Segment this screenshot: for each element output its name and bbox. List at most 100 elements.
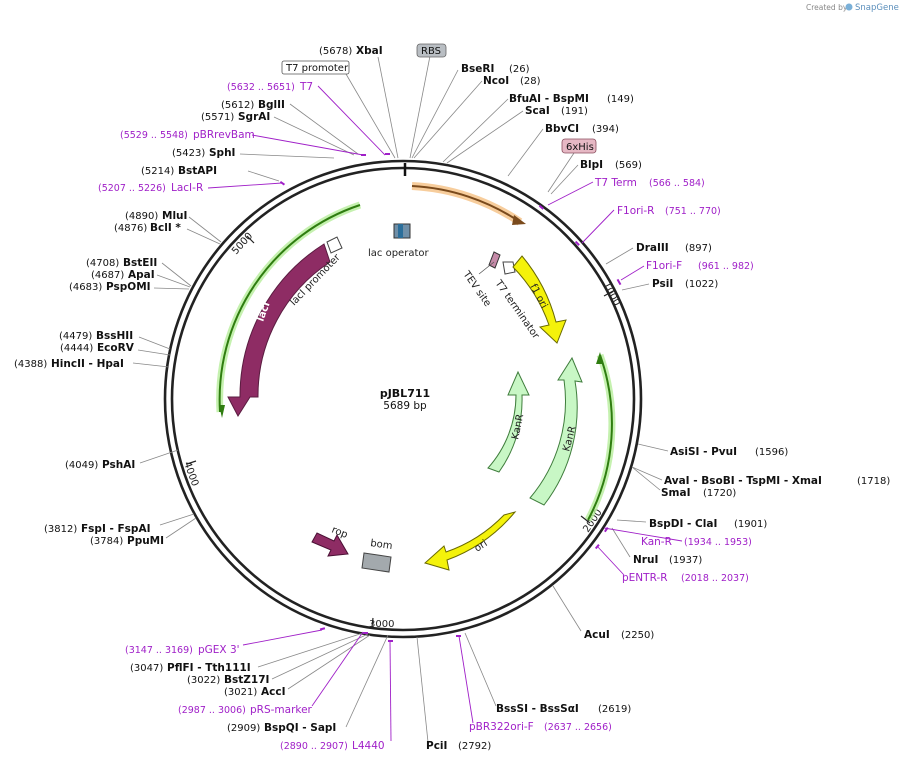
- enzyme-pos-pshai: (4049): [65, 460, 98, 471]
- enzyme-pos-psii: (1022): [685, 279, 718, 290]
- primer-t7: T7: [299, 81, 313, 93]
- enzyme-pos-acci: (3021): [224, 687, 257, 698]
- primer-pbrrevbam: pBRrevBam: [193, 129, 255, 141]
- enzyme-pos-pflfi: (3047): [130, 663, 163, 674]
- enzyme-pos-bspqi: (2909): [227, 723, 260, 734]
- rop-label: rop: [330, 525, 349, 541]
- enzyme-pos-pcii: (2792): [458, 741, 491, 752]
- enzyme-pos-sgrai: (5571): [201, 112, 234, 123]
- enzyme-acui: AcuI: [584, 629, 610, 641]
- enzyme-blpi: BlpI: [580, 159, 603, 171]
- kanr-arrow-2: [529, 356, 583, 506]
- enzyme-mlui: MluI: [162, 210, 187, 222]
- primer-pos-f1ori-f: (961 .. 982): [698, 261, 754, 272]
- enzyme-pos-pspomi: (4683): [69, 282, 102, 293]
- primer-pos-laci-r: (5207 .. 5226): [98, 183, 166, 194]
- primer-f1ori-f: F1ori-F: [646, 260, 682, 272]
- enzyme-pos-ecorv: (4444): [60, 343, 93, 354]
- snapgene-logo-icon: [845, 3, 853, 11]
- enzyme-pos-bstz17i: (3022): [187, 675, 220, 686]
- enzyme-nrui: NruI: [633, 554, 658, 566]
- t7-promoter-box: T7 promoter: [281, 60, 350, 75]
- enzyme-pos-mlui: (4890): [125, 211, 158, 222]
- primer-pos-pentr-r: (2018 .. 2037): [681, 573, 749, 584]
- enzyme-pos-bsshii: (4479): [59, 331, 92, 342]
- enzyme-pos-scai: (191): [561, 106, 588, 117]
- enzyme-pos-nrui: (1937): [669, 555, 702, 566]
- primer-pos-t7: (5632 .. 5651): [227, 82, 295, 93]
- enzyme-pos-bsteii: (4708): [86, 258, 119, 269]
- enzyme-pos-bsssi: (2619): [598, 704, 631, 715]
- ori-arrow: [423, 511, 517, 571]
- t7-terminator-box: [502, 261, 516, 275]
- his-tag-label: 6xHis: [566, 142, 594, 153]
- enzyme-xbai: XbaI: [356, 45, 383, 57]
- enzyme-pos-ncoi: (28): [520, 76, 541, 87]
- primer-pos-pbr322ori-f: (2637 .. 2656): [544, 722, 612, 733]
- enzyme-ppumi: PpuMI: [127, 535, 164, 547]
- backbone-outer: [163, 159, 643, 639]
- primer-f1ori-r: F1ori-R: [617, 205, 654, 217]
- enzyme-apai: ApaI: [128, 269, 155, 281]
- enzyme-bspqi: BspQI - SapI: [264, 722, 336, 734]
- primer-leader-lines: [207, 85, 683, 742]
- enzyme-pos-bglii: (5612): [221, 100, 254, 111]
- enzyme-psii: PsiI: [652, 278, 673, 290]
- enzyme-ncoi: NcoI: [483, 75, 509, 87]
- rbs-label: RBS: [421, 46, 441, 57]
- enzyme-scai: ScaI: [525, 105, 550, 117]
- enzyme-asisi: AsiSI - PvuI: [670, 446, 737, 458]
- leader-lines: [132, 55, 669, 743]
- enzyme-pos-asisi: (1596): [755, 447, 788, 458]
- enzyme-pos-sphi: (5423): [172, 148, 205, 159]
- enzyme-avai: AvaI - BsoBI - TspMI - XmaI: [664, 475, 822, 487]
- enzyme-pos-draiii: (897): [685, 243, 712, 254]
- enzyme-pos-bcli: (4876): [114, 223, 147, 234]
- primer-markers: [279, 153, 622, 642]
- primer-pos-t7term: (566 .. 584): [649, 178, 705, 189]
- enzyme-pos-acui: (2250): [621, 630, 654, 641]
- enzyme-bglii: BglII: [258, 99, 285, 111]
- enzyme-pshai: PshAI: [102, 459, 135, 471]
- enzyme-pos-bfuai: (149): [607, 94, 634, 105]
- enzyme-bsteii: BstEII: [123, 257, 157, 269]
- enzyme-bstz17i: BstZ17I: [224, 674, 269, 686]
- primer-pos-kan-r: (1934 .. 1953): [684, 537, 752, 548]
- enzyme-hincii: HincII - HpaI: [51, 358, 124, 370]
- tick-1000: 1000: [600, 280, 622, 308]
- primer-pos-f1ori-r: (751 .. 770): [665, 206, 721, 217]
- enzyme-bseri: BseRI: [461, 63, 494, 75]
- enzyme-pos-hincii: (4388): [14, 359, 47, 370]
- primer-t7term: T7 Term: [594, 177, 637, 189]
- enzyme-bcli: BclI *: [150, 222, 181, 234]
- enzyme-pos-apai: (4687): [91, 270, 124, 281]
- enzyme-bfuai: BfuAI - BspMI: [509, 93, 589, 105]
- rop-arrow: [311, 532, 349, 557]
- enzyme-ecorv: EcoRV: [97, 342, 135, 354]
- tick-3000: 3000: [369, 619, 394, 630]
- enzyme-pos-bbvci: (394): [592, 124, 619, 135]
- enzyme-bsssi: BssSI - BssSαI: [496, 703, 579, 715]
- enzyme-pspomi: PspOMI: [106, 281, 151, 293]
- enzyme-bsshii: BssHII: [96, 330, 133, 342]
- enzyme-sphi: SphI: [209, 147, 235, 159]
- enzyme-fspi: FspI - FspAI: [81, 523, 151, 535]
- laci-promoter-arrow: [326, 236, 343, 254]
- primer-pos-prs-marker: (2987 .. 3006): [178, 705, 246, 716]
- primer-pbr322ori-f: pBR322ori-F: [469, 721, 534, 733]
- laci-arrow: [227, 243, 331, 417]
- primer-laci-r: LacI-R: [171, 182, 203, 194]
- bom-label: bom: [370, 538, 394, 552]
- rbs-box: RBS: [416, 43, 447, 58]
- enzyme-smai: SmaI: [661, 487, 691, 499]
- tick-marks: [186, 235, 616, 628]
- primer-pgex3: pGEX 3': [198, 644, 240, 656]
- enzyme-draiii: DraIII: [636, 242, 669, 254]
- tick-5000: 5000: [230, 231, 255, 257]
- enzyme-pos-xbai: (5678): [319, 46, 352, 57]
- enzyme-pflfi: PflFI - Tth111I: [167, 662, 251, 674]
- enzyme-pos-smai: (1720): [703, 488, 736, 499]
- enzyme-pos-avai: (1718): [857, 476, 890, 487]
- plasmid-size: 5689 bp: [383, 400, 427, 412]
- enzyme-acci: AccI: [261, 686, 285, 698]
